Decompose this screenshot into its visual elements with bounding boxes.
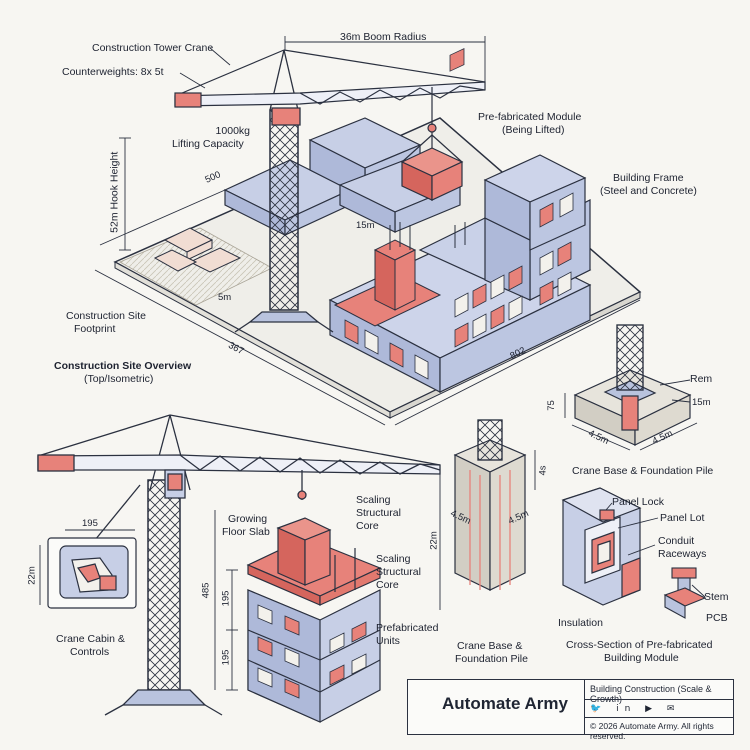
label-hook-height: 52m Hook Height — [108, 151, 121, 233]
dim-22m-pile: 22m — [428, 531, 440, 550]
dim-485: 485 — [200, 582, 212, 599]
label-insulation: Insulation — [558, 617, 603, 629]
label-crane-cabin-sub: Controls — [70, 646, 110, 658]
label-site-footprint: Construction Site — [66, 310, 146, 322]
top-dim-lines — [94, 36, 641, 426]
dim-15m-top: 15m — [356, 220, 375, 231]
label-cross-section-sub: Building Module — [604, 652, 679, 664]
label-rem: Rem — [690, 373, 713, 385]
label-growing-slab-sub: Floor Slab — [222, 526, 270, 538]
label-scaling-core-a-1: Scaling — [356, 494, 391, 506]
label-scaling-core-a-3: Core — [356, 520, 379, 532]
dim-75: 75 — [545, 400, 557, 411]
label-boom-radius: 36m Boom Radius — [340, 31, 427, 43]
label-site-footprint-sub: Footprint — [74, 323, 116, 335]
top-crane-mast — [234, 49, 334, 333]
copyright-text: © 2026 Automate Army. All rights reserve… — [590, 721, 714, 741]
social-icons[interactable]: 🐦 in ▶ ✉ — [590, 704, 681, 714]
building-frame-main — [328, 154, 592, 393]
title-block-subtitle: Building Construction (Scale & Growth) — [590, 684, 712, 704]
foundation-pile — [453, 419, 527, 591]
label-building-frame: Building Frame — [613, 172, 684, 184]
label-site-overview-sub: (Top/Isometric) — [84, 373, 154, 385]
label-scaling-core-a-2: Structural — [356, 507, 401, 519]
label-lifting-capacity: Lifting Capacity — [172, 138, 244, 150]
label-tower-crane: Construction Tower Crane — [92, 42, 214, 54]
building-windows — [449, 48, 465, 72]
label-prefab-units: Prefabricated — [376, 622, 439, 634]
title-block-divider-2 — [584, 717, 733, 718]
dim-4s: 4s — [537, 465, 549, 476]
label-counterweights: Counterweights: 8x 5t — [62, 66, 164, 78]
pile-rebar — [469, 470, 511, 590]
label-growing-slab: Growing — [228, 513, 268, 525]
dim-195-b: 195 — [220, 649, 232, 666]
title-block-divider-1 — [584, 699, 733, 700]
material-stacks — [153, 227, 242, 273]
building-red-core — [373, 239, 417, 311]
dim-5m: 5m — [218, 292, 232, 303]
label-building-frame-sub: (Steel and Concrete) — [600, 185, 697, 197]
growing-building-windows — [257, 604, 367, 699]
label-scaling-core-b-2: Structural — [376, 566, 421, 578]
growing-building — [246, 517, 382, 723]
label-crane-base-right: Crane Base & Foundation Pile — [572, 465, 714, 477]
label-pcb: PCB — [706, 612, 728, 624]
title-block: Automate Army Building Construction (Sca… — [407, 679, 734, 741]
label-panel-lock: Panel Lock — [612, 496, 664, 508]
label-lifting-capacity-value: 1000kg — [215, 125, 250, 137]
stem-pcb-detail — [663, 567, 707, 619]
lifted-prefab-module — [400, 123, 464, 201]
label-crane-base-mid-sub: Foundation Pile — [455, 653, 528, 665]
label-crane-base-mid: Crane Base & — [457, 640, 523, 652]
dim-22m-cabin: 22m — [26, 566, 38, 585]
label-prefab-units-sub: Units — [376, 635, 400, 647]
label-prefab-module: Pre-fabricated Module — [478, 111, 582, 123]
foundation-block-right — [573, 324, 692, 446]
dim-195-a: 195 — [220, 590, 232, 607]
label-conduit: Conduit — [658, 535, 695, 547]
dim-15m-right: 15m — [692, 397, 711, 408]
brand-name: Automate Army — [442, 694, 568, 713]
building-window-grid — [344, 192, 574, 380]
bottom-crane — [37, 414, 441, 716]
cross-section-module — [561, 487, 642, 606]
label-stem: Stem — [704, 591, 729, 603]
top-crane-jib — [174, 49, 486, 125]
title-block-logo-cell: Automate Army — [408, 680, 585, 734]
label-prefab-module-sub: (Being Lifted) — [502, 124, 565, 136]
label-conduit-sub: Raceways — [658, 548, 707, 560]
label-crane-cabin: Crane Cabin & — [56, 633, 125, 645]
label-scaling-core-b-3: Core — [376, 579, 399, 591]
label-scaling-core-b-1: Scaling — [376, 553, 411, 565]
label-cross-section: Cross-Section of Pre-fabricated — [566, 639, 713, 651]
cabin-inset — [47, 537, 137, 609]
label-site-overview: Construction Site Overview — [54, 360, 192, 372]
dim-195-cabin: 195 — [82, 518, 98, 529]
label-panel-lot: Panel Lot — [660, 512, 705, 524]
